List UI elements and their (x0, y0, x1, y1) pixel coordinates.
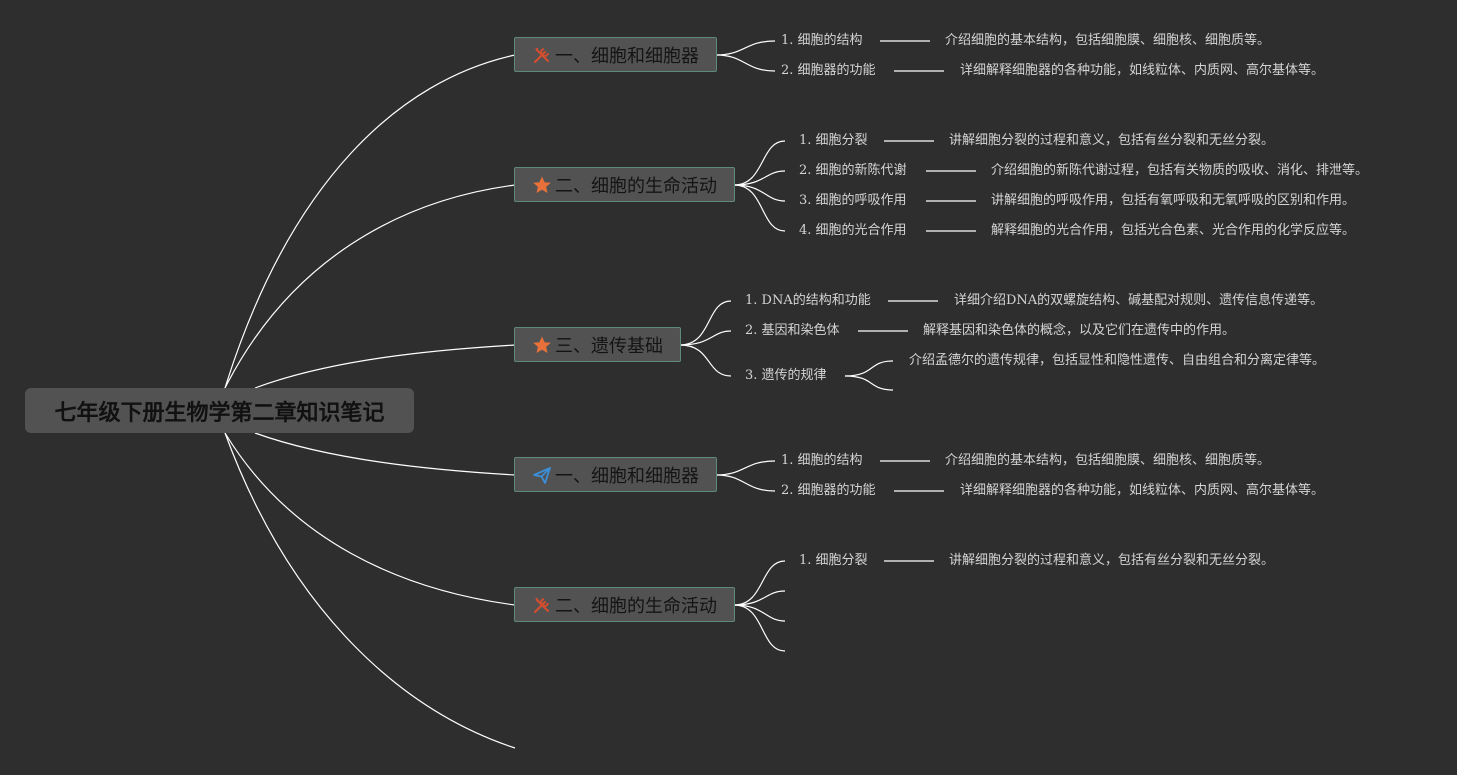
branch4-link-1 (715, 460, 776, 476)
root-title: 七年级下册生物学第二章知识笔记 (54, 400, 385, 426)
paper-plane-icon (531, 464, 553, 486)
detail-3-3[interactable]: 介绍孟德尔的遗传规律，包括显性和隐性遗传、自由组合和分离定律等。 (909, 353, 1326, 368)
subtopic-3-3[interactable]: 3. 遗传的规律 (745, 368, 827, 383)
detail-1-1[interactable]: 介绍细胞的基本结构，包括细胞膜、细胞核、细胞质等。 (945, 33, 1271, 48)
subtopic-3-1[interactable]: 1. DNA的结构和功能 (745, 293, 871, 308)
detail-2-1[interactable]: 讲解细胞分裂的过程和意义，包括有丝分裂和无丝分裂。 (949, 133, 1275, 148)
branch-title-2: 二、细胞的生命活动 (555, 175, 717, 197)
detail-2-3[interactable]: 讲解细胞的呼吸作用，包括有氧呼吸和无氧呼吸的区别和作用。 (991, 193, 1356, 208)
detail-4-1[interactable]: 介绍细胞的基本结构，包括细胞膜、细胞核、细胞质等。 (945, 453, 1271, 468)
branch2-link-2 (733, 170, 786, 186)
branch2-link-3 (733, 184, 786, 202)
branch-title-5: 二、细胞的生命活动 (555, 595, 717, 617)
root-link-4 (254, 432, 516, 476)
root-link-1 (224, 54, 516, 389)
branch2-link-1 (733, 140, 786, 186)
subtopic-5-1[interactable]: 1. 细胞分裂 (799, 553, 868, 568)
subtopic-1-1[interactable]: 1. 细胞的结构 (781, 33, 863, 48)
subtopic-1-2[interactable]: 2. 细胞器的功能 (781, 63, 876, 78)
branch-title-3: 三、遗传基础 (555, 335, 663, 357)
branch3-link-3 (679, 344, 732, 377)
branch5-link-1 (733, 560, 786, 606)
root-link-3 (254, 344, 516, 389)
branch5-link-2 (733, 590, 786, 606)
detail-1-2[interactable]: 详细解释细胞器的各种功能，如线粒体、内质网、高尔基体等。 (960, 63, 1325, 78)
branch-topic-5[interactable]: 二、细胞的生命活动 (514, 587, 735, 622)
star-icon (531, 174, 553, 196)
detail-3-1[interactable]: 详细介绍DNA的双螺旋结构、碱基配对规则、遗传信息传递等。 (954, 293, 1324, 308)
branch-topic-4[interactable]: 一、细胞和细胞器 (514, 457, 717, 492)
detail-2-2[interactable]: 介绍细胞的新陈代谢过程，包括有关物质的吸收、消化、排泄等。 (991, 163, 1369, 178)
branch2-link-4 (733, 184, 786, 232)
tools-icon (531, 594, 553, 616)
root-link-2 (224, 184, 516, 389)
branch-topic-1[interactable]: 一、细胞和细胞器 (514, 37, 717, 72)
branch-title-4: 一、细胞和细胞器 (555, 465, 699, 487)
star-icon (531, 334, 553, 356)
branch3-sub-link-1 (844, 360, 894, 377)
subtopic-3-2[interactable]: 2. 基因和染色体 (745, 323, 840, 338)
subtopic-2-3[interactable]: 3. 细胞的呼吸作用 (799, 193, 907, 208)
branch3-link-2 (679, 330, 732, 346)
detail-3-2[interactable]: 解释基因和染色体的概念，以及它们在遗传中的作用。 (923, 323, 1236, 338)
branch-title-1: 一、细胞和细胞器 (555, 45, 699, 67)
branch4-link-2 (715, 474, 776, 492)
root-link-5 (224, 432, 516, 606)
subtopic-2-4[interactable]: 4. 细胞的光合作用 (799, 223, 907, 238)
root-link-6 (224, 432, 516, 749)
branch3-sub-link-2 (844, 375, 894, 391)
branch5-link-3 (733, 604, 786, 622)
branch1-link-2 (715, 54, 776, 72)
branch1-link-1 (715, 40, 776, 56)
subtopic-4-1[interactable]: 1. 细胞的结构 (781, 453, 863, 468)
branch-topic-2[interactable]: 二、细胞的生命活动 (514, 167, 735, 202)
branch3-link-1 (679, 300, 732, 346)
subtopic-4-2[interactable]: 2. 细胞器的功能 (781, 483, 876, 498)
detail-2-4[interactable]: 解释细胞的光合作用，包括光合色素、光合作用的化学反应等。 (991, 223, 1356, 238)
tools-icon (531, 44, 553, 66)
subtopic-2-2[interactable]: 2. 细胞的新陈代谢 (799, 163, 907, 178)
detail-4-2[interactable]: 详细解释细胞器的各种功能，如线粒体、内质网、高尔基体等。 (960, 483, 1325, 498)
subtopic-2-1[interactable]: 1. 细胞分裂 (799, 133, 868, 148)
branch-topic-3[interactable]: 三、遗传基础 (514, 327, 681, 362)
root-topic[interactable]: 七年级下册生物学第二章知识笔记 (25, 388, 414, 433)
branch5-link-4 (733, 604, 786, 652)
detail-5-1[interactable]: 讲解细胞分裂的过程和意义，包括有丝分裂和无丝分裂。 (949, 553, 1275, 568)
